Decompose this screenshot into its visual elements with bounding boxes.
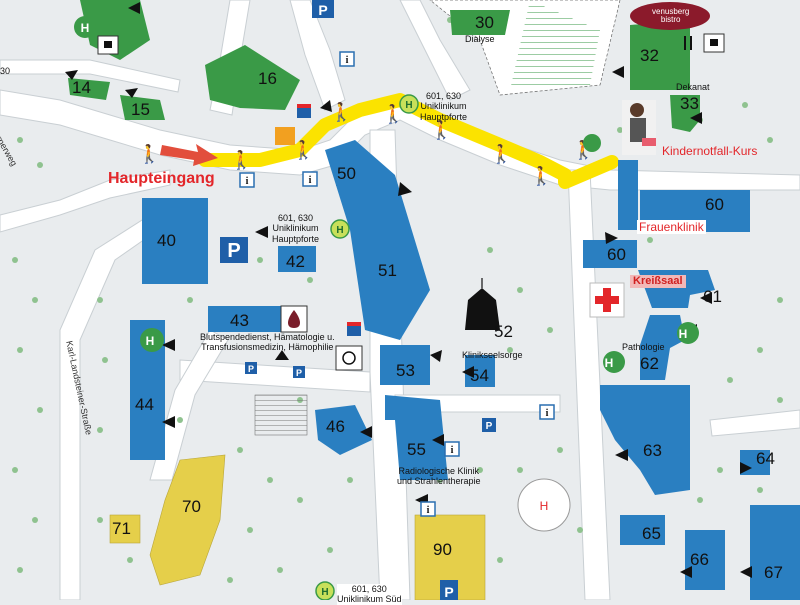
venusberg-bistro-label: venusberg bistro xyxy=(652,7,690,24)
svg-text:🚶: 🚶 xyxy=(230,149,252,171)
svg-text:🚶: 🚶 xyxy=(530,165,552,187)
info-icon: i xyxy=(346,55,349,66)
construction-area-hatch xyxy=(510,0,600,90)
building-67: 67 xyxy=(764,563,783,582)
helicopter-pads xyxy=(74,16,699,373)
blue-buildings xyxy=(130,140,800,600)
building-32: 32 xyxy=(640,46,659,65)
bus-stop-sued-label: 601, 630 Uniklinikum Süd xyxy=(337,584,402,605)
info-signs xyxy=(239,51,555,517)
svg-text:🚶: 🚶 xyxy=(490,143,512,165)
building-46: 46 xyxy=(326,417,345,436)
parking-icon: P xyxy=(486,421,493,432)
svg-text:🚶: 🚶 xyxy=(292,139,314,161)
building-53: 53 xyxy=(396,361,415,380)
church-icon xyxy=(465,288,500,330)
helipad xyxy=(517,478,571,532)
building-62: 62 xyxy=(640,354,659,373)
klinikseelsorge-label: Klinikseelsorge xyxy=(462,350,523,360)
building-60-south: 60 xyxy=(607,245,626,264)
building-30: 30 xyxy=(475,13,494,32)
building-54: 54 xyxy=(470,366,489,385)
parking-signs xyxy=(220,0,496,600)
building-71: 71 xyxy=(112,519,131,538)
info-icon: i xyxy=(451,445,454,456)
helicopter-icon: H xyxy=(605,356,614,370)
yellow-buildings xyxy=(109,454,486,600)
edge-number-label: 30 xyxy=(0,66,11,76)
building-15: 15 xyxy=(131,100,150,119)
helicopter-icon: H xyxy=(146,334,155,348)
hatched-building xyxy=(254,394,308,436)
frauenklinik-label: Frauenklinik xyxy=(637,220,706,234)
dialyse-label: Dialyse xyxy=(465,34,495,44)
info-icon: i xyxy=(309,175,312,186)
parking-icon: P xyxy=(248,364,254,374)
building-16: 16 xyxy=(258,69,277,88)
kindernotfall-label: Kindernotfall-Kurs xyxy=(662,144,758,158)
building-40: 40 xyxy=(157,231,176,250)
accessible-icon xyxy=(335,345,363,371)
bus-stop-icon: H xyxy=(336,225,343,236)
building-51: 51 xyxy=(378,261,397,280)
entrance-arrow-icon xyxy=(160,144,218,166)
building-33: 33 xyxy=(680,94,699,113)
pathologie-label: Pathologie xyxy=(622,342,665,352)
building-42: 42 xyxy=(286,252,305,271)
svg-text:🚶: 🚶 xyxy=(138,143,160,165)
radiologie-label: Radiologische Klinik und Strahlentherapi… xyxy=(397,466,481,487)
parking-icon: P xyxy=(318,2,327,18)
info-icon: i xyxy=(546,408,549,419)
building-14: 14 xyxy=(72,78,91,97)
info-icon: i xyxy=(246,176,249,187)
bus-stop-hauptpforte-top-label: 601, 630 Uniklinikum Hauptpforte xyxy=(420,91,468,122)
parking-icon: P xyxy=(296,368,302,378)
building-66: 66 xyxy=(690,550,709,569)
building-90: 90 xyxy=(433,540,452,559)
dekanat-label: Dekanat xyxy=(676,82,710,92)
bus-stop-icon: H xyxy=(321,587,328,598)
svg-text:🚶: 🚶 xyxy=(382,103,404,125)
building-52: 52 xyxy=(494,322,513,341)
post-icon xyxy=(275,127,295,145)
kreisssaal-label: Kreißsaal xyxy=(630,275,686,288)
green-buildings xyxy=(68,0,700,132)
blutspende-label: Blutspendedienst, Hämatologie u. Transfu… xyxy=(200,332,335,353)
bus-stop-icon: H xyxy=(405,100,412,111)
helicopter-icon: H xyxy=(81,21,90,35)
info-icon: i xyxy=(427,505,430,516)
building-50: 50 xyxy=(337,164,356,183)
red-cross-icon xyxy=(589,282,625,318)
main-entrance-label: Haupteingang xyxy=(108,170,215,187)
helipad-icon: H xyxy=(540,499,549,513)
cafe-icons xyxy=(97,33,725,55)
helicopter-icon: H xyxy=(679,327,688,341)
building-43: 43 xyxy=(230,311,249,330)
building-70: 70 xyxy=(182,497,201,516)
building-61: 61 xyxy=(703,287,722,306)
venusberg-bistro-logo xyxy=(630,2,710,30)
bus-stop-hauptpforte-mid-label: 601, 630 Uniklinikum Hauptpforte xyxy=(272,213,320,244)
building-65: 65 xyxy=(642,524,661,543)
svg-text:🚶: 🚶 xyxy=(330,101,352,123)
parking-icon: P xyxy=(444,584,453,600)
child-emergency-icon xyxy=(622,100,656,155)
building-60-north: 60 xyxy=(705,195,724,214)
building-44: 44 xyxy=(135,395,154,414)
atm-icons xyxy=(297,104,361,336)
blood-drop-icon xyxy=(280,305,308,333)
walking-route xyxy=(198,93,619,189)
building-55: 55 xyxy=(407,440,426,459)
parking-icon: P xyxy=(227,240,240,262)
building-64: 64 xyxy=(756,449,775,468)
bus-stops xyxy=(315,94,419,600)
restaurant-icon xyxy=(684,36,692,50)
building-63: 63 xyxy=(643,441,662,460)
svg-text:🚶: 🚶 xyxy=(430,119,452,141)
